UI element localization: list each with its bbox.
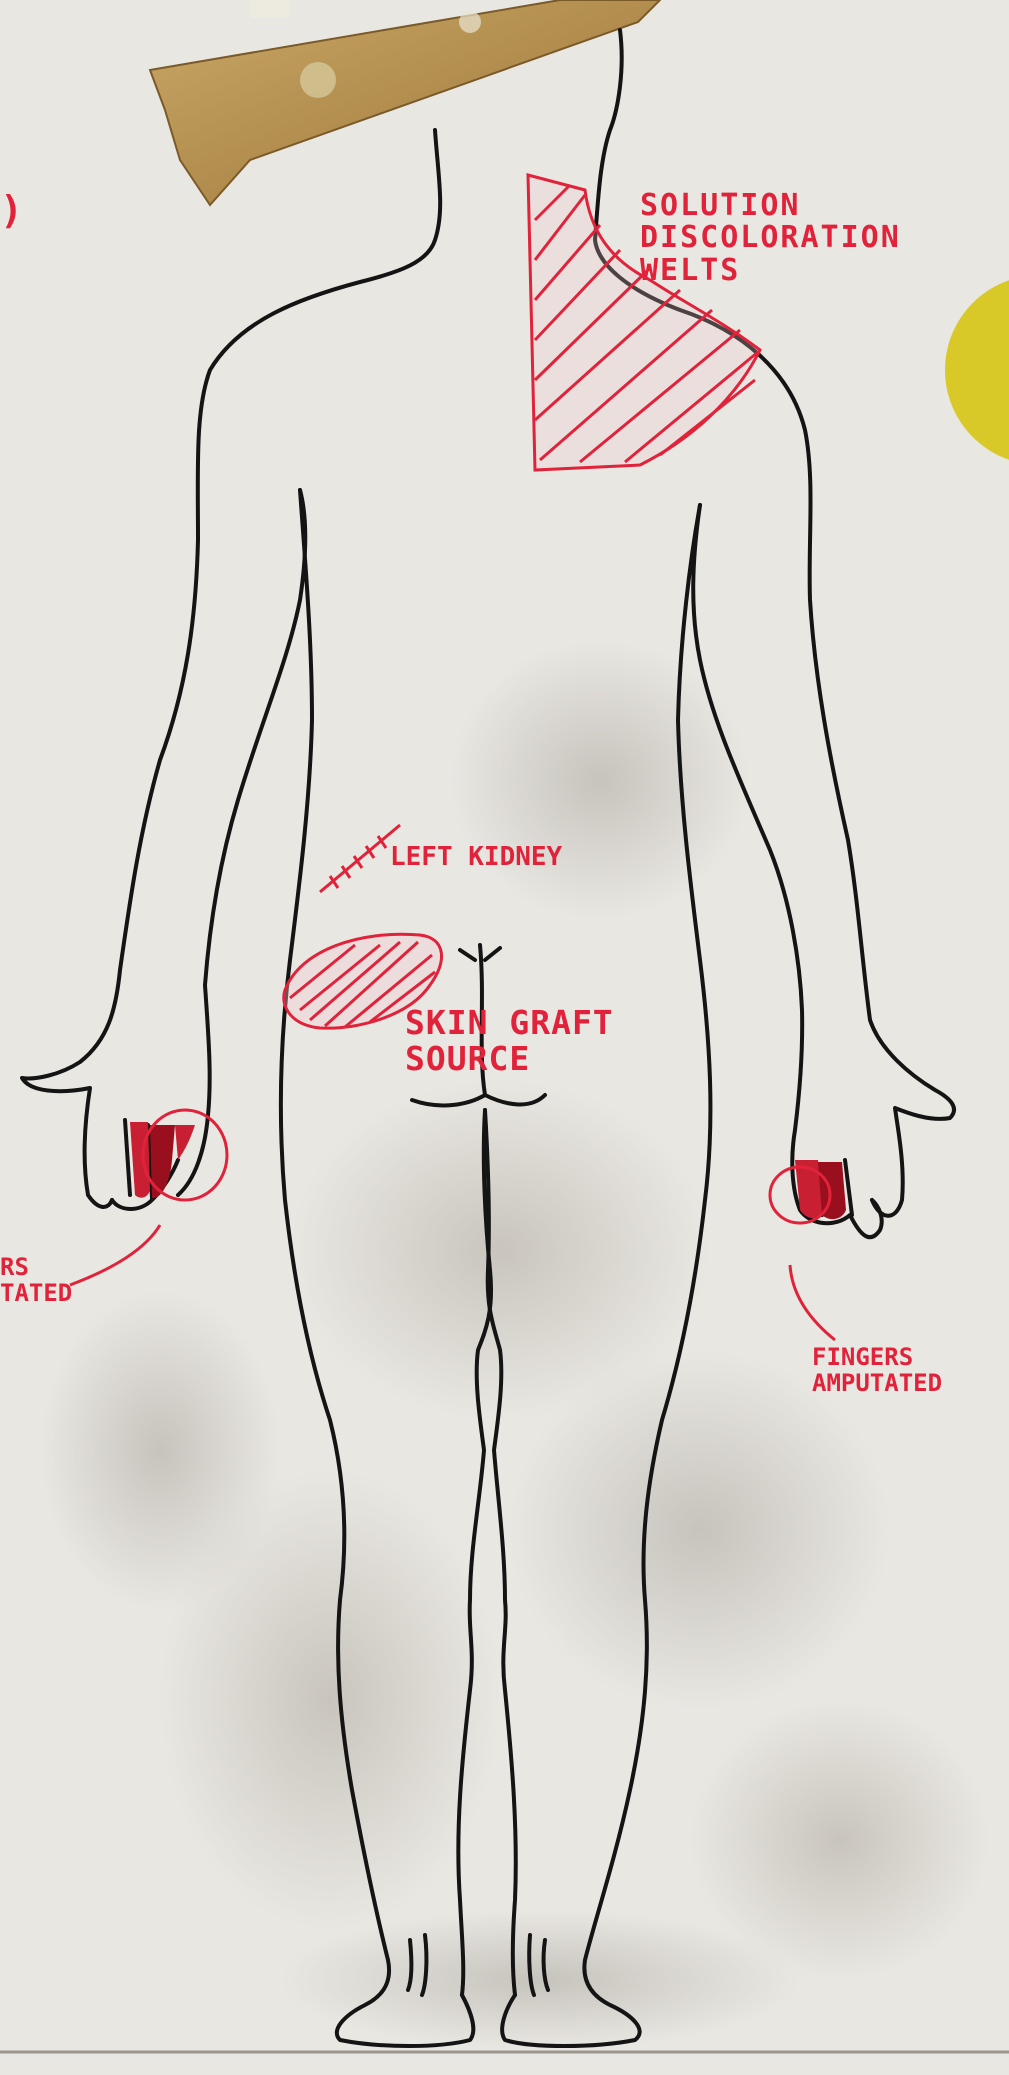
graft-label: Skin Graft Source: [405, 1005, 705, 1076]
kidney-marker: [320, 825, 400, 892]
fingers-amputated-label: Fingers Amputated: [812, 1345, 1007, 1397]
fingers-amputated-partial-label: rs tated: [0, 1255, 90, 1307]
amputated-fingers-right-hand: [770, 1160, 846, 1340]
kidney-label: Left Kidney: [390, 843, 620, 871]
masking-tape: [150, 0, 660, 205]
shoulder-label: Solution Discoloration Welts: [640, 190, 940, 287]
cropped-edge-mark: ): [0, 190, 20, 231]
yellow-sticker: [945, 275, 1009, 465]
